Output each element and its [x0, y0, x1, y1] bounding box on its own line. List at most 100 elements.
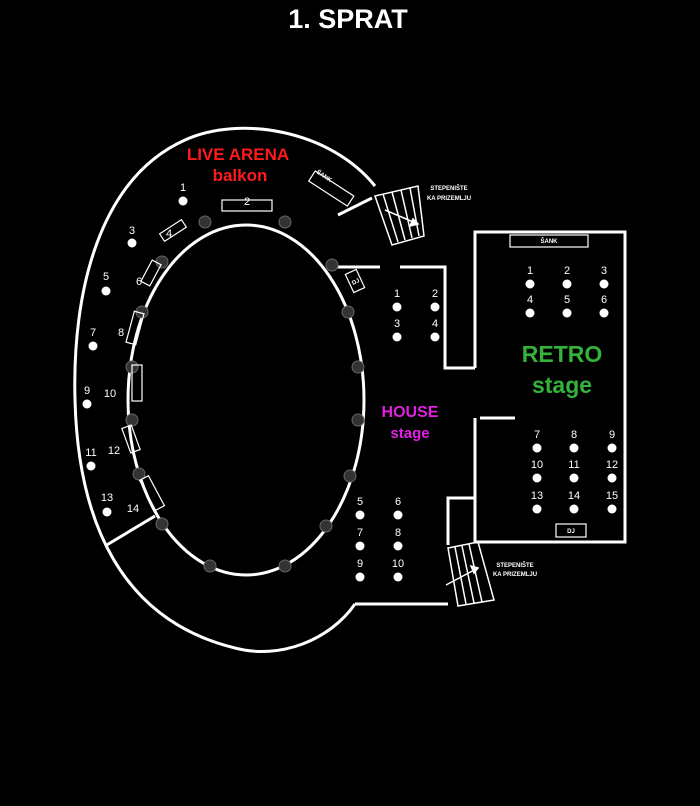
balcony-table-label: 11 — [85, 447, 96, 459]
balcony-table-label: 14 — [127, 503, 139, 515]
retro-table-7[interactable]: 7 — [532, 429, 542, 453]
stairs-top-label-2: KA PRIZEMLJU — [427, 196, 471, 202]
balcony-table-label: 8 — [118, 327, 124, 339]
balcony-table-label: 7 — [90, 327, 96, 339]
balcony-table-label: 3 — [129, 225, 135, 237]
stairs-top-label-1: STEPENIŠTE — [430, 184, 467, 192]
retro-table-14[interactable]: 14 — [568, 490, 580, 514]
balcony-table-label: 1 — [180, 182, 186, 194]
balcony-table-label: 12 — [108, 445, 120, 457]
stairs-top-icon[interactable] — [374, 185, 425, 246]
balcony-table-3[interactable]: 3 — [127, 225, 137, 248]
balcony-table-6[interactable]: 6 — [136, 259, 162, 288]
balcony-table-9[interactable]: 9 — [82, 385, 92, 409]
house-table-8[interactable]: 8 — [393, 527, 403, 551]
bar-retro-label: ŠANK — [540, 237, 558, 245]
retro-table-label: 15 — [606, 490, 618, 502]
dj-house-label: DJ — [351, 278, 360, 287]
floor-title: 1. SPRAT — [288, 4, 408, 34]
house-table-2[interactable]: 2 — [430, 288, 440, 312]
retro-table-label: 10 — [531, 459, 543, 471]
retro-table-5[interactable]: 5 — [562, 294, 572, 318]
bar-balcony: ŠANK — [307, 168, 355, 207]
house-table-label: 10 — [392, 558, 404, 570]
balcony-table-label: 4 — [166, 228, 172, 240]
retro-table-label: 12 — [606, 459, 618, 471]
live-arena-label: LIVE ARENA — [187, 145, 289, 164]
bar-retro — [509, 234, 589, 248]
retro-stage-label: RETRO — [522, 341, 603, 367]
dj-booth-retro — [555, 523, 587, 538]
balcony-table-label: 2 — [244, 196, 250, 208]
house-table-label: 1 — [394, 288, 400, 300]
house-table-5[interactable]: 5 — [355, 496, 365, 520]
house-table-1[interactable]: 1 — [392, 288, 402, 312]
stairs-bottom-label-1: STEPENIŠTE — [496, 561, 533, 569]
balcony-table-8[interactable]: 8 — [118, 310, 145, 346]
balcony-table-1[interactable]: 1 — [178, 182, 188, 206]
retro-table-label: 14 — [568, 490, 580, 502]
retro-table-label: 11 — [568, 459, 579, 471]
house-table-label: 8 — [395, 527, 401, 539]
retro-table-13[interactable]: 13 — [531, 490, 543, 514]
balcony-table-2[interactable]: 2 — [221, 196, 273, 212]
retro-table-12[interactable]: 12 — [606, 459, 618, 483]
house-table-label: 2 — [432, 288, 438, 300]
retro-table-6[interactable]: 6 — [599, 294, 609, 318]
balcony-table-label: 9 — [84, 385, 90, 397]
balcony-table-label: 6 — [136, 276, 142, 288]
house-table-label: 3 — [394, 318, 400, 330]
retro-stage-sublabel: stage — [532, 372, 592, 398]
balcony-table-label: 10 — [104, 388, 116, 400]
retro-table-label: 7 — [534, 429, 540, 441]
balcony-table-7[interactable]: 7 — [88, 327, 98, 351]
arena-pillars — [125, 215, 365, 573]
balcony-table-label: 5 — [103, 271, 109, 283]
stairs-bottom-label-2: KA PRIZEMLJU — [493, 572, 537, 578]
house-table-label: 7 — [357, 527, 363, 539]
balcony-table-4[interactable]: 4 — [158, 218, 188, 243]
house-table-6[interactable]: 6 — [393, 496, 403, 520]
retro-table-label: 6 — [601, 294, 607, 306]
house-table-label: 4 — [432, 318, 438, 330]
retro-table-label: 8 — [571, 429, 577, 441]
house-table-3[interactable]: 3 — [392, 318, 402, 342]
balcony-table-10[interactable]: 10 — [104, 364, 143, 402]
house-table-4[interactable]: 4 — [430, 318, 440, 342]
retro-table-15[interactable]: 15 — [606, 490, 618, 514]
retro-table-2[interactable]: 2 — [562, 265, 572, 289]
house-table-10[interactable]: 10 — [392, 558, 404, 582]
retro-table-10[interactable]: 10 — [531, 459, 543, 483]
retro-table-3[interactable]: 3 — [599, 265, 609, 289]
balcony-table-11[interactable]: 11 — [85, 447, 97, 471]
retro-table-label: 5 — [564, 294, 570, 306]
live-arena-sublabel: balkon — [213, 166, 268, 185]
dj-booth-house: DJ — [344, 268, 366, 294]
dj-retro-label: DJ — [567, 529, 575, 535]
retro-table-label: 13 — [531, 490, 543, 502]
balcony-table-12[interactable]: 12 — [108, 424, 141, 457]
balcony-table-13[interactable]: 13 — [101, 492, 113, 517]
balcony-table-label: 13 — [101, 492, 113, 504]
retro-table-9[interactable]: 9 — [607, 429, 617, 453]
retro-table-4[interactable]: 4 — [525, 294, 535, 318]
retro-table-label: 3 — [601, 265, 607, 277]
house-table-label: 9 — [357, 558, 363, 570]
balcony-table-5[interactable]: 5 — [101, 271, 111, 296]
stairs-bottom-icon[interactable] — [445, 541, 495, 607]
retro-table-11[interactable]: 11 — [568, 459, 580, 483]
retro-table-8[interactable]: 8 — [569, 429, 579, 453]
house-table-label: 5 — [357, 496, 363, 508]
house-table-label: 6 — [395, 496, 401, 508]
retro-table-1[interactable]: 1 — [525, 265, 535, 289]
house-stage-sublabel: stage — [390, 425, 429, 442]
house-table-7[interactable]: 7 — [355, 527, 365, 551]
arena-outline — [73, 126, 627, 653]
house-stage-label: HOUSE — [382, 404, 439, 421]
retro-table-label: 9 — [609, 429, 615, 441]
retro-table-label: 1 — [527, 265, 533, 277]
house-table-9[interactable]: 9 — [355, 558, 365, 582]
retro-table-label: 4 — [527, 294, 533, 306]
balcony-table-14[interactable]: 14 — [127, 474, 166, 515]
